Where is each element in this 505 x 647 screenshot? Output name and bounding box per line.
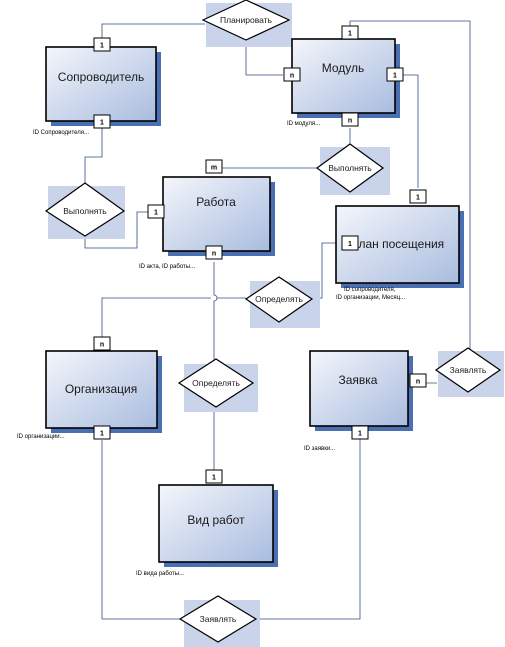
entity-key: ID заявки... (304, 446, 336, 452)
relationship-zayavlyat-bottom[interactable]: Заявлять (178, 595, 260, 647)
relationship-label: Выполнять (63, 206, 107, 216)
entity-key: ID Сопроводителя... (33, 130, 89, 136)
entity-title: План посещения (350, 237, 444, 251)
link-planirovat-modul (245, 42, 283, 76)
cardinality-top: 1 (212, 475, 216, 482)
cardinality-top: m (211, 165, 217, 172)
entity-key: ID акта, ID работы... (139, 264, 195, 270)
entity-soprovoditel[interactable]: Сопроводитель 1 1 ID Сопроводителя... (33, 37, 161, 136)
relationship-label: Планировать (220, 15, 273, 25)
entity-key: ID модуля... (287, 121, 320, 127)
entity-plan-poseshcheniya[interactable]: План посещения 1 1 ID сопроводителя, ID … (335, 189, 464, 301)
cardinality-right: n (416, 379, 420, 386)
cardinality-top: 1 (100, 43, 104, 50)
link-organizaciya-zayavlyat (101, 440, 180, 620)
cardinality-top: 1 (348, 31, 352, 38)
cardinality-left: 1 (348, 241, 352, 248)
entity-title: Вид работ (187, 513, 245, 527)
cardinality-bottom: n (212, 251, 216, 258)
entity-vid-rabot[interactable]: Вид работ 1 ID вида работы... (136, 469, 278, 577)
link-rabota-vidrabot (213, 262, 218, 470)
relationship-vypolnyat-right[interactable]: Выполнять (315, 143, 390, 195)
entity-title: Заявка (339, 373, 378, 387)
relationship-zayavlyat-right[interactable]: Заявлять (434, 347, 504, 397)
cardinality-top: 1 (416, 195, 420, 202)
relationship-label: Определять (255, 294, 303, 304)
link-vypolnyat-rabota-left (84, 211, 148, 249)
cardinality-left: 1 (154, 210, 158, 217)
entity-zayavka[interactable]: Заявка n 1 ID заявки... (304, 350, 427, 452)
entity-title: Модуль (322, 61, 365, 75)
entity-title: Сопроводитель (58, 70, 144, 84)
relationship-label: Определять (192, 378, 240, 388)
relationship-opredelyat-plan[interactable]: Определять (244, 276, 320, 328)
cardinality-bottom: 1 (100, 120, 104, 127)
relationship-vypolnyat-left[interactable]: Выполнять (44, 182, 126, 239)
cardinality-bottom: 1 (358, 431, 362, 438)
cardinality-right: 1 (393, 73, 397, 80)
entity-rabota[interactable]: Работа m 1 n ID акта, ID работы... (139, 159, 275, 270)
entity-organizaciya[interactable]: Организация n 1 ID организации... (17, 336, 162, 440)
relationship-label: Выполнять (328, 163, 372, 173)
entity-modul[interactable]: Модуль 1 n 1 n ID модуля... (283, 25, 404, 127)
entity-key: ID организации, Месяц... (336, 295, 405, 301)
cardinality-bottom: n (348, 118, 352, 125)
relationship-opredelyat-vid[interactable]: Определять (177, 358, 258, 412)
link-vypolnyat-rabota (213, 162, 317, 169)
link-organizaciya-plan (101, 297, 211, 342)
entity-title: Работа (196, 195, 236, 209)
relationship-label: Заявлять (200, 614, 237, 624)
entity-key: ID вида работы... (136, 571, 184, 577)
relationship-label: Заявлять (450, 365, 487, 375)
entity-title: Организация (65, 382, 137, 396)
entity-key: ID сопроводителя, (344, 287, 396, 293)
cardinality-left: n (290, 73, 294, 80)
link-soprovoditel-planirovat (101, 23, 205, 38)
relationship-planirovat[interactable]: Планировать (201, 0, 292, 47)
link-zayavlyat-zayavka (257, 438, 361, 620)
entity-key: ID организации... (17, 434, 65, 440)
link-modul-zayavlyat (349, 20, 471, 350)
cardinality-bottom: 1 (100, 431, 104, 438)
link-modul-plan (403, 74, 419, 188)
cardinality-top: n (100, 342, 104, 349)
link-soprovoditel-vypolnyat (84, 128, 103, 183)
